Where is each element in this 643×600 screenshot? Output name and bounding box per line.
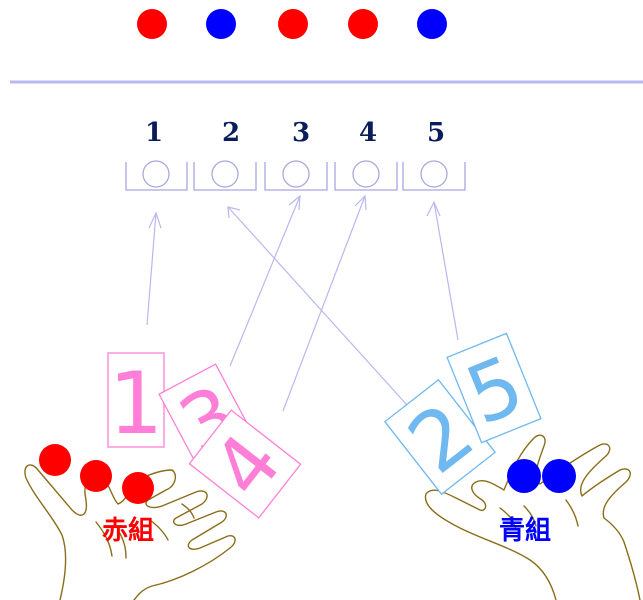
arrow-card5-to-slot5 <box>426 200 459 341</box>
red-card-1: 1 <box>107 352 165 454</box>
slot-number-3: 3 <box>291 118 311 148</box>
top-ball-4 <box>348 9 378 39</box>
blue-group-label: 青組 <box>499 516 552 546</box>
red-card-1-number: 1 <box>109 354 164 454</box>
slot-number-5: 5 <box>426 118 446 148</box>
slot-box-3 <box>264 160 328 191</box>
slot-box-2 <box>193 160 257 191</box>
slot-number-2: 2 <box>221 118 241 148</box>
blue-ball-1 <box>507 459 541 493</box>
arrow-card3-to-slot3 <box>229 194 301 367</box>
top-ball-2 <box>206 9 236 39</box>
arrow-card2-to-slot2 <box>227 206 408 406</box>
top-ball-3 <box>278 9 308 39</box>
right-hand <box>424 434 641 600</box>
blue-group-balls <box>507 459 576 493</box>
red-ball-1 <box>39 444 71 476</box>
arrows <box>146 194 459 412</box>
slot-number-4: 4 <box>358 118 378 148</box>
left-hand <box>24 464 236 600</box>
red-ball-2 <box>80 460 112 492</box>
top-ball-1 <box>137 9 167 39</box>
blue-ball-2 <box>542 459 576 493</box>
slot-box-1 <box>125 160 188 191</box>
red-ball-3 <box>122 472 154 504</box>
top-ball-5 <box>417 9 447 39</box>
arrow-card1-to-slot1 <box>146 211 162 326</box>
red-group-label: 赤組 <box>102 516 155 546</box>
arrow-card4-to-slot4 <box>282 194 367 412</box>
red-group-balls <box>39 444 154 504</box>
slot-number-1: 1 <box>144 118 164 148</box>
slot-row <box>125 160 466 191</box>
top-ball-row <box>137 9 447 39</box>
slot-box-5 <box>402 160 466 191</box>
slot-box-4 <box>334 160 398 191</box>
